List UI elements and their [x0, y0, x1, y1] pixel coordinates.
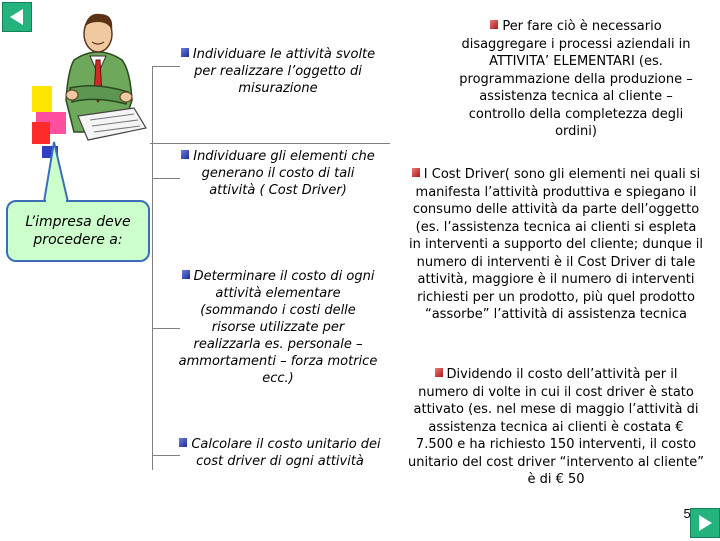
bullet-icon: [490, 20, 499, 29]
step-4: Calcolare il costo unitario dei cost dri…: [178, 436, 382, 470]
note-3: Dividendo il costo dell’attività per il …: [408, 367, 704, 487]
step-2: Individuare gli elementi che generano il…: [178, 148, 378, 199]
step-1: Individuare le attività svolte per reali…: [178, 46, 378, 97]
bullet-icon: [411, 168, 420, 177]
note-1: Per fare ciò è necessario disaggregare i…: [459, 19, 693, 139]
bullet-icon: [180, 48, 189, 57]
next-slide-icon: [699, 515, 712, 531]
bullet-icon: [179, 438, 188, 447]
previous-slide-button[interactable]: [2, 2, 32, 32]
callout-text: L’impresa deve procedere a:: [25, 214, 131, 248]
step-3: Determinare il costo di ogni attività el…: [178, 269, 378, 386]
bullet-icon: [434, 368, 443, 377]
bullet-icon: [181, 150, 190, 159]
callout-pointer-joint: [46, 198, 66, 204]
next-slide-button[interactable]: [690, 508, 720, 538]
note-2: I Cost Driver( sono gli elementi nei qua…: [409, 167, 703, 322]
callout-pointer: [42, 141, 70, 203]
businessman-illustration: [30, 0, 160, 160]
businessman-clipart-icon: [32, 13, 147, 158]
previous-slide-icon: [10, 9, 23, 25]
callout-box: L’impresa deve procedere a:: [6, 200, 150, 262]
bullet-icon: [181, 270, 190, 279]
